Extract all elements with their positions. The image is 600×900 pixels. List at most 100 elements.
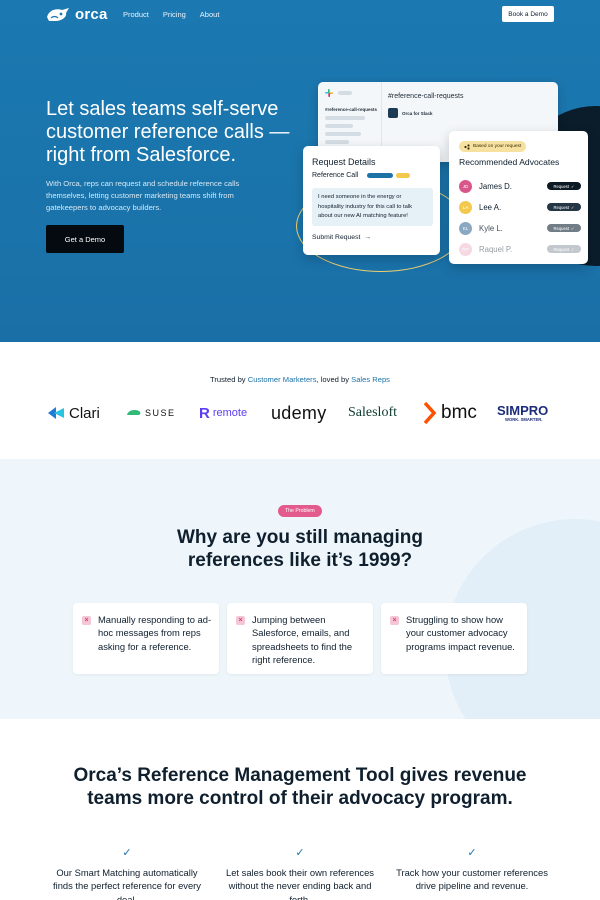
problem-card-text: Struggling to show how your customer adv… (406, 614, 515, 652)
features-title-text: Orca’s Reference Management Tool gives r… (73, 765, 527, 809)
bmc-logo: bmc (422, 400, 477, 426)
clari-logo: Clari (46, 400, 100, 426)
nav-link-about[interactable]: About (199, 10, 220, 19)
top-nav: orca Product Pricing About Book a Demo (0, 0, 600, 30)
x-icon: × (236, 616, 245, 625)
trusted-by-text: Trusted by Customer Marketers, loved by … (0, 375, 600, 384)
match-icon (464, 143, 470, 150)
suse-logo: SUSE (126, 400, 176, 426)
hero-title: Let sales teams self-serve customer refe… (46, 98, 290, 166)
sales-reps-link[interactable]: Sales Reps (351, 375, 390, 384)
customer-logos: Clari SUSE R remote udemy Salesloft bmc … (46, 400, 556, 426)
remote-r-icon: R (199, 404, 210, 422)
bmc-wordmark: bmc (441, 402, 477, 423)
orca-logo-icon (47, 7, 69, 21)
recommended-advocates-card: Based on your request Recommended Advoca… (449, 131, 588, 264)
placeholder-line (338, 91, 352, 95)
feature-text: Our Smart Matching automatically finds t… (53, 867, 201, 900)
request-advocate-button[interactable]: Request✓ (547, 182, 581, 190)
nav-link-product[interactable]: Product (123, 10, 149, 19)
problem-card-text: Jumping between Salesforce, emails, and … (252, 614, 353, 666)
udemy-logo: udemy (271, 400, 327, 426)
remote-wordmark: remote (212, 407, 248, 419)
advocate-name: James D. (479, 181, 512, 191)
salesloft-logo: Salesloft (348, 400, 397, 426)
suse-wordmark: SUSE (145, 408, 176, 418)
placeholder-line (325, 132, 361, 136)
slack-icon (325, 89, 333, 97)
avatar: KL (459, 221, 472, 235)
feature-item: ✓ Our Smart Matching automatically finds… (47, 846, 207, 900)
hero-section: orca Product Pricing About Book a Demo L… (0, 0, 600, 342)
request-button-label: Request (553, 204, 570, 210)
request-advocate-button[interactable]: Request✓ (547, 245, 581, 253)
simpro-logo: SIMPRO WORK. SMARTER. (497, 400, 548, 426)
check-icon: ✓ (571, 246, 575, 252)
trusted-middle: , loved by (316, 375, 352, 384)
nav-link-pricing[interactable]: Pricing (162, 10, 186, 19)
nav-links: Product Pricing About (123, 10, 219, 19)
advocates-card-title: Recommended Advocates (459, 157, 560, 167)
submit-request-button[interactable]: Submit Request → (312, 234, 371, 241)
problem-title: Why are you still managing references li… (0, 526, 600, 572)
progress-pill (367, 173, 393, 178)
request-details-card: Request Details Reference Call I need so… (303, 146, 440, 255)
feature-text: Let sales book their own references with… (226, 867, 374, 900)
request-advocate-button[interactable]: Request✓ (547, 224, 581, 232)
request-match-badge-label: Based on your request (473, 144, 522, 149)
clari-wordmark: Clari (69, 404, 100, 422)
advocate-name: Kyle L. (479, 223, 503, 233)
simpro-tagline: WORK. SMARTER. (505, 417, 543, 422)
clari-icon (48, 407, 64, 419)
check-icon: ✓ (571, 204, 575, 210)
arrow-right-icon: → (364, 234, 372, 241)
suse-chameleon-icon (127, 410, 141, 415)
request-advocate-button[interactable]: Request✓ (547, 203, 581, 211)
request-button-label: Request (553, 246, 570, 252)
get-demo-button[interactable]: Get a Demo (46, 225, 124, 253)
orca-bot-icon (388, 108, 398, 118)
advocate-row: KL Kyle L. Request✓ (459, 221, 581, 235)
check-icon: ✓ (122, 847, 132, 859)
logo-text: orca (75, 6, 108, 23)
request-button-label: Request (553, 183, 570, 189)
problem-card: × Manually responding to ad-hoc messages… (73, 603, 219, 674)
slack-bot-name: Orca for Slack (402, 110, 433, 116)
advocate-row: JD James D. Request✓ (459, 179, 581, 193)
features-section: Orca’s Reference Management Tool gives r… (0, 719, 600, 900)
advocate-name: Lee A. (479, 202, 502, 212)
bmc-chevron-icon (423, 401, 437, 425)
slack-sidebar: #reference-call-requests (318, 82, 382, 162)
feature-item: ✓ Let sales book their own references wi… (220, 846, 380, 900)
problem-card-text: Manually responding to ad-hoc messages f… (98, 614, 212, 652)
problem-card: × Jumping between Salesforce, emails, an… (227, 603, 373, 674)
progress-pill (396, 173, 410, 178)
customer-marketers-link[interactable]: Customer Marketers (247, 375, 317, 384)
x-icon: × (390, 616, 399, 625)
slack-bot: Orca for Slack (388, 108, 433, 118)
problem-section: The Problem Why are you still managing r… (0, 459, 600, 719)
avatar: JD (459, 179, 472, 193)
advocate-name: Raquel P. (479, 244, 513, 254)
problem-card: × Struggling to show how your customer a… (381, 603, 527, 674)
request-type-label: Reference Call (312, 172, 359, 179)
problem-badge: The Problem (278, 505, 322, 517)
check-icon: ✓ (295, 847, 305, 859)
check-icon: ✓ (571, 183, 575, 189)
slack-channel-small: #reference-call-requests (325, 107, 378, 112)
logo[interactable]: orca (46, 6, 108, 23)
book-demo-button[interactable]: Book a Demo (502, 6, 554, 22)
remote-logo: R remote (199, 400, 247, 426)
feature-item: ✓ Track how your customer references dri… (392, 846, 552, 893)
x-icon: × (82, 616, 91, 625)
trusted-prefix: Trusted by (210, 375, 248, 384)
placeholder-line (325, 140, 349, 144)
udemy-wordmark: udemy (271, 402, 327, 423)
submit-request-label: Submit Request (312, 234, 361, 241)
advocate-row: LA Lee A. Request✓ (459, 200, 581, 214)
simpro-wordmark: SIMPRO (497, 403, 549, 418)
feature-text: Track how your customer references drive… (396, 867, 548, 892)
request-message-field[interactable]: I need someone in the energy or hospital… (312, 188, 433, 226)
problem-title-text: Why are you still managing references li… (177, 527, 423, 571)
check-icon: ✓ (571, 225, 575, 231)
